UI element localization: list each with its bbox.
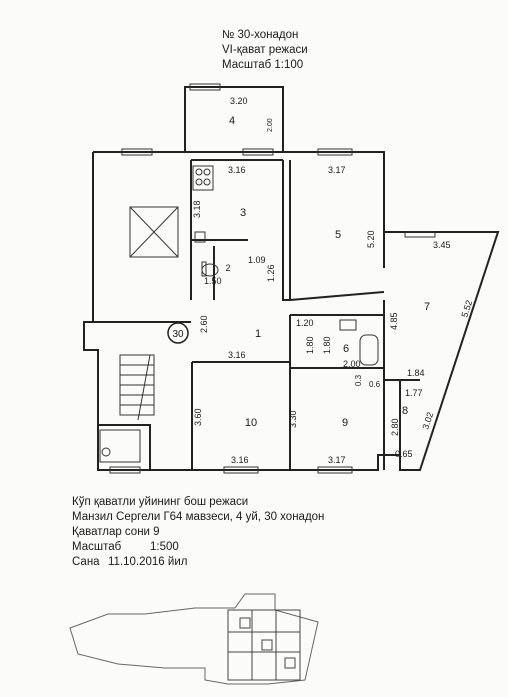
room-label-4: 4 (229, 115, 235, 127)
dim-room8-bottom: 0.65 (395, 449, 413, 459)
dim-room8-side: 2.80 (390, 418, 400, 436)
dim-06: 0.6 (369, 380, 381, 389)
room-label-6: 6 (343, 343, 349, 355)
info-title: Кўп қаватли уйининг бош режаси (72, 496, 249, 508)
dim-room4-width: 3.20 (230, 96, 248, 106)
dim-room7-side: 4.85 (389, 312, 399, 330)
outer-wall-left-bottom (83, 152, 400, 471)
room-label-9: 9 (342, 417, 348, 429)
lift-shaft (129, 206, 179, 258)
info-scale-label: Масштаб (72, 541, 122, 553)
wall-stair-bottom (98, 424, 151, 470)
room-label-8: 8 (402, 405, 408, 417)
dim-room3-top: 3.16 (228, 165, 246, 175)
outer-wall-top (93, 151, 385, 268)
dim-room6-b: 1.80 (322, 336, 332, 354)
info-date-value: 11.10.2016 йил (108, 556, 188, 568)
dim-room6-a: 1.80 (305, 336, 315, 354)
dim-room5-top: 3.17 (328, 165, 346, 175)
balcony-4-walls (184, 86, 284, 152)
dim-room1-side: 2.60 (199, 315, 209, 333)
info-scale-value: 1:500 (150, 541, 179, 553)
info-floors: Қаватлар сони 9 (72, 526, 160, 538)
dim-room6-top: 1.20 (296, 318, 314, 328)
dim-room2-bottom: 1.50 (204, 276, 222, 286)
header-floor-plan: VI-қават режаси (222, 44, 308, 56)
room-label-2: 2 (225, 263, 230, 273)
room-label-1: 1 (255, 328, 261, 340)
room-label-5: 5 (335, 229, 341, 241)
wall-room5 (289, 160, 385, 302)
stair-arrow (137, 354, 151, 421)
dim-room8-a: 1.84 (407, 368, 425, 378)
dim-room1-bottom: 3.16 (228, 350, 246, 360)
dim-room6-bottom: 2.00 (343, 359, 361, 369)
header-apartment-number: № 30-хонадон (222, 29, 299, 41)
site-outline (69, 593, 319, 685)
wall-room3-right (282, 160, 290, 301)
dim-room4-depth: 2.00 (267, 118, 274, 132)
sink-bath (339, 319, 357, 331)
sink-kitchen (194, 231, 206, 243)
bathtub (359, 334, 379, 366)
dim-room7-top: 3.45 (433, 240, 451, 250)
landing-fixture (101, 447, 111, 457)
site-building (227, 609, 301, 681)
stair-landing (99, 429, 141, 463)
dim-room3-side: 3.18 (192, 200, 202, 218)
dim-room10-bottom: 3.16 (231, 455, 249, 465)
info-date-label: Сана (72, 556, 100, 568)
room-label-10: 10 (245, 417, 257, 429)
dim-03: 0.3 (354, 374, 363, 386)
stair-steps (120, 364, 154, 406)
dim-room2-side: 1.26 (266, 264, 276, 282)
dim-room9-side: 3.30 (288, 410, 298, 428)
room-label-3: 3 (240, 207, 246, 219)
fixtures (192, 165, 379, 366)
stove (192, 165, 214, 191)
dim-room9-bottom: 3.17 (328, 455, 346, 465)
apartment-marker-label: 30 (172, 329, 184, 340)
stair-and-lift (99, 206, 179, 463)
room-label-7: 7 (424, 301, 430, 313)
dim-room2-top: 1.09 (248, 255, 266, 265)
dim-room10-side: 3.60 (193, 408, 203, 426)
info-address: Манзил Сергели Г64 мавзеси, 4 уй, 30 хон… (72, 511, 325, 523)
windows (109, 83, 436, 474)
dim-room5-side: 5.20 (366, 230, 376, 248)
apartment-marker-circle (167, 322, 189, 344)
header-scale: Масштаб 1:100 (222, 59, 304, 71)
lift-cross (129, 206, 179, 258)
dim-room8-b: 1.77 (405, 388, 423, 398)
